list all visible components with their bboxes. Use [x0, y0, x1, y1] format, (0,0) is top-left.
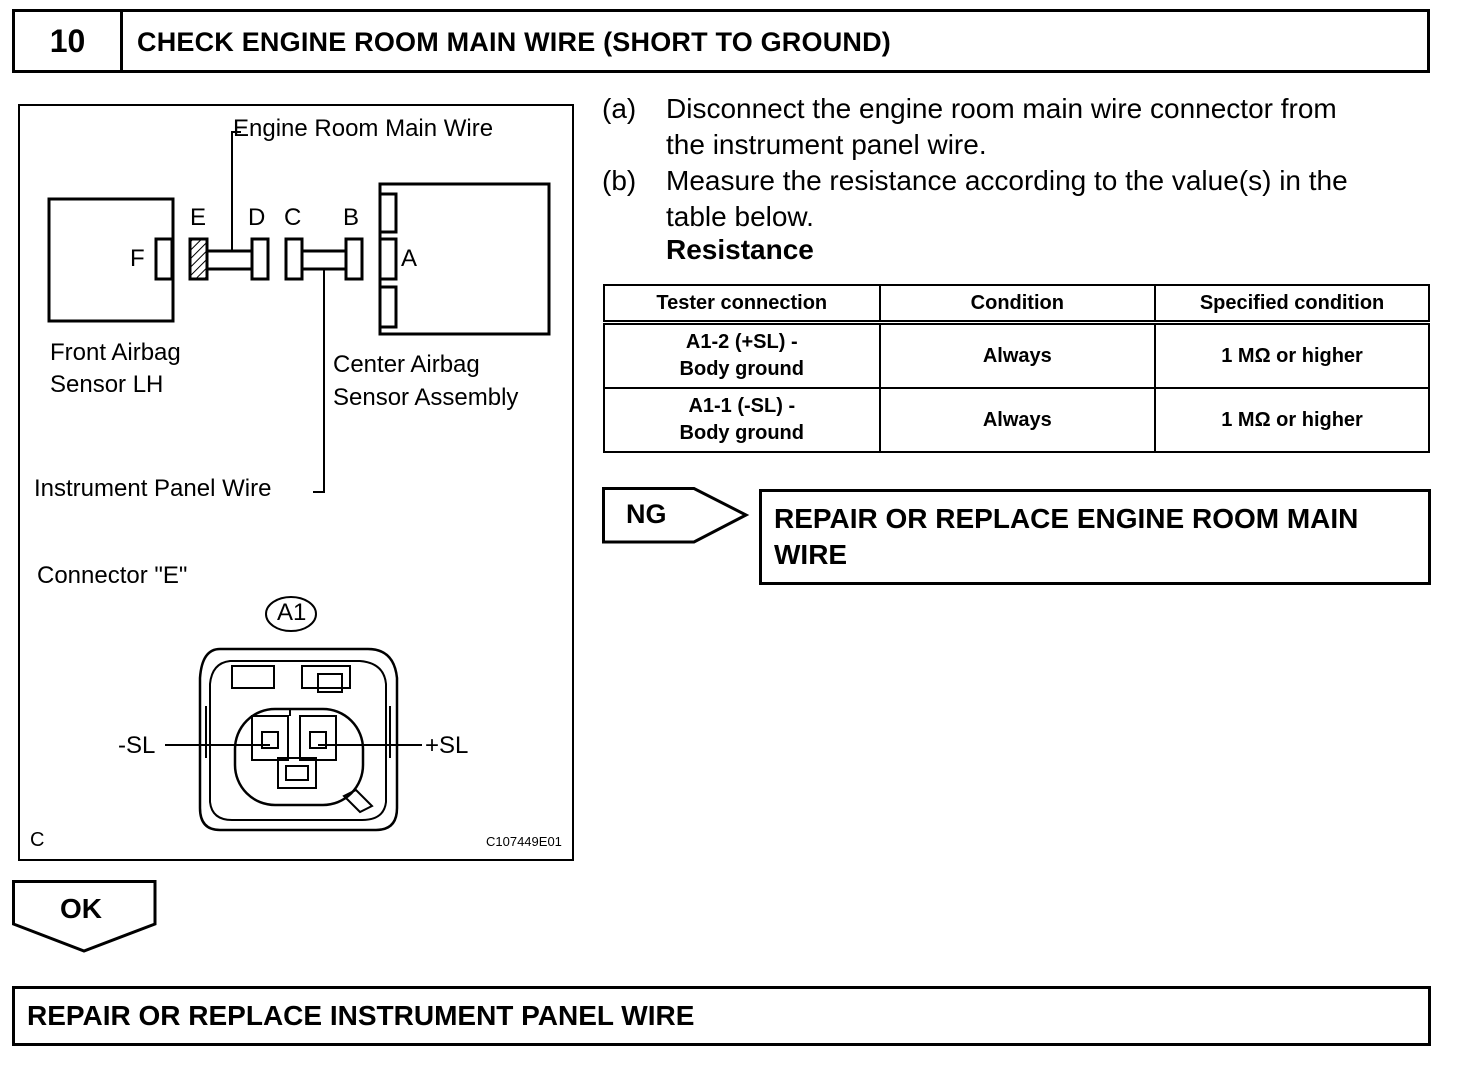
- connector-d: [250, 237, 270, 281]
- center-airbag-sensor-label: Center Airbag Sensor Assembly: [333, 351, 519, 411]
- engine-room-wire-leader: [231, 131, 241, 251]
- step-number: 10: [15, 12, 123, 70]
- ng-label: NG: [626, 499, 667, 529]
- table-header-cell: Tester connection: [603, 284, 881, 325]
- table-row: A1-1 (-SL) - Body ground Always 1 MΩ or …: [603, 387, 1430, 453]
- table-cell-specified: 1 MΩ or higher: [1154, 387, 1430, 453]
- front-airbag-sensor-label: Front Airbag Sensor LH: [50, 339, 181, 398]
- instruction-a: (a) Disconnect the engine room main wire…: [602, 91, 1422, 163]
- step-title: CHECK ENGINE ROOM MAIN WIRE (SHORT TO GR…: [137, 27, 891, 57]
- corner-code: C: [30, 829, 45, 851]
- instrument-panel-wire-label: Instrument Panel Wire: [34, 475, 272, 502]
- engine-room-main-wire-label: Engine Room Main Wire: [233, 115, 494, 142]
- minus-sl-label: -SL: [118, 732, 156, 759]
- table-cell-specified: 1 MΩ or higher: [1154, 321, 1430, 389]
- table-cell-connection: A1-2 (+SL) - Body ground: [603, 321, 881, 389]
- instruction-b: (b) Measure the resistance according to …: [602, 163, 1422, 235]
- connector-e: [188, 237, 209, 281]
- connector-c: [284, 237, 304, 281]
- connector-a: [378, 237, 398, 281]
- ok-action-box: REPAIR OR REPLACE INSTRUMENT PANEL WIRE: [12, 986, 1431, 1046]
- ok-label: OK: [60, 893, 102, 924]
- connector-a-lower: [378, 285, 398, 329]
- connector-e-title: Connector "E": [37, 562, 188, 589]
- connector-b-letter: B: [343, 204, 360, 231]
- instrument-panel-wire-leader: [313, 269, 325, 493]
- connector-f: [154, 237, 174, 281]
- table-header-cell: Specified condition: [1154, 284, 1430, 325]
- wiring-diagram: [47, 131, 551, 832]
- connector-a-upper: [378, 192, 398, 234]
- table-cell-connection: A1-1 (-SL) - Body ground: [603, 387, 881, 453]
- ok-arrow: [12, 880, 157, 953]
- front-airbag-sensor-box: [47, 197, 175, 323]
- instruction-mark: (b): [602, 165, 637, 196]
- connector-id-label: A1: [277, 599, 307, 626]
- connector-id-circle: [265, 596, 317, 632]
- table-cell-condition: Always: [878, 321, 1157, 389]
- ng-arrow: [602, 487, 750, 544]
- table-header-cell: Condition: [878, 284, 1157, 325]
- figure-code: C107449E01: [486, 834, 562, 849]
- instruction-text: Disconnect the engine room main wire con…: [666, 93, 1337, 160]
- connector-e-letter: E: [190, 204, 207, 231]
- connector-f-letter: F: [130, 245, 145, 272]
- table-cell-condition: Always: [878, 387, 1157, 453]
- table-header-row: Tester connection Condition Specified co…: [603, 284, 1430, 325]
- table-row: A1-2 (+SL) - Body ground Always 1 MΩ or …: [603, 321, 1430, 389]
- connector-d-letter: D: [248, 204, 266, 231]
- connector-c-letter: C: [284, 204, 302, 231]
- connector-b: [344, 237, 364, 281]
- resistance-table: Tester connection Condition Specified co…: [603, 284, 1430, 453]
- connector-a-letter: A: [401, 245, 418, 272]
- resistance-label: Resistance: [666, 234, 814, 265]
- ng-action-box: REPAIR OR REPLACE ENGINE ROOM MAIN WIRE: [759, 489, 1431, 585]
- step-header: 10 CHECK ENGINE ROOM MAIN WIRE (SHORT TO…: [12, 9, 1430, 73]
- connector-a1-drawing: [198, 647, 399, 832]
- instruction-text: Measure the resistance according to the …: [666, 165, 1348, 232]
- wiring-illustration: Engine Room Main Wire E D C B F A Front …: [18, 104, 574, 861]
- instruction-mark: (a): [602, 93, 637, 124]
- plus-sl-label: +SL: [425, 732, 469, 759]
